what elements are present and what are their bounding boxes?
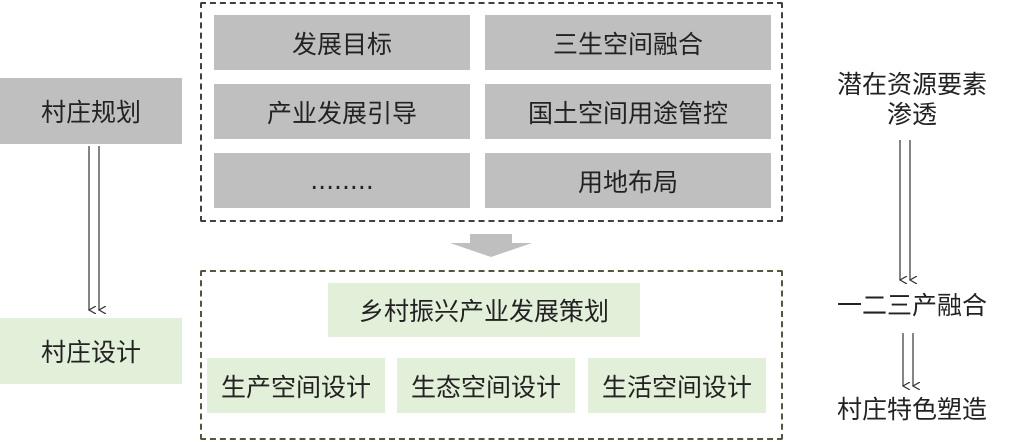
village-character-label: 村庄特色塑造 [836,395,987,424]
design-content-panel [200,270,783,440]
village-planning-box: 村庄规划 [0,78,182,144]
village-planning-label: 村庄规划 [40,98,141,127]
industry-integration-label: 一二三产融合 [836,291,987,320]
resource-penetration-label: 潜在资源要素 渗透 [836,70,987,129]
production-space-design-box: 生产空间设计 [207,358,385,413]
planning-item-land-layout: 用地布局 [485,153,771,208]
big-down-arrow-icon [450,234,532,257]
planning-item-land-use-control: 国土空间用途管控 [485,84,771,139]
planning-item-industry-guidance: 产业发展引导 [214,84,470,139]
village-design-label: 村庄设计 [40,338,141,367]
planning-item-development-goals: 发展目标 [214,15,470,70]
village-design-box: 村庄设计 [0,318,182,384]
living-space-design-box: 生活空间设计 [588,358,766,413]
rural-revitalization-planning-box: 乡村振兴产业发展策划 [328,283,640,337]
planning-content-panel [200,2,783,222]
planning-item-three-space-integration: 三生空间融合 [485,15,771,70]
planning-item-ellipsis: ........ [214,153,470,208]
ecological-space-design-box: 生态空间设计 [397,358,575,413]
